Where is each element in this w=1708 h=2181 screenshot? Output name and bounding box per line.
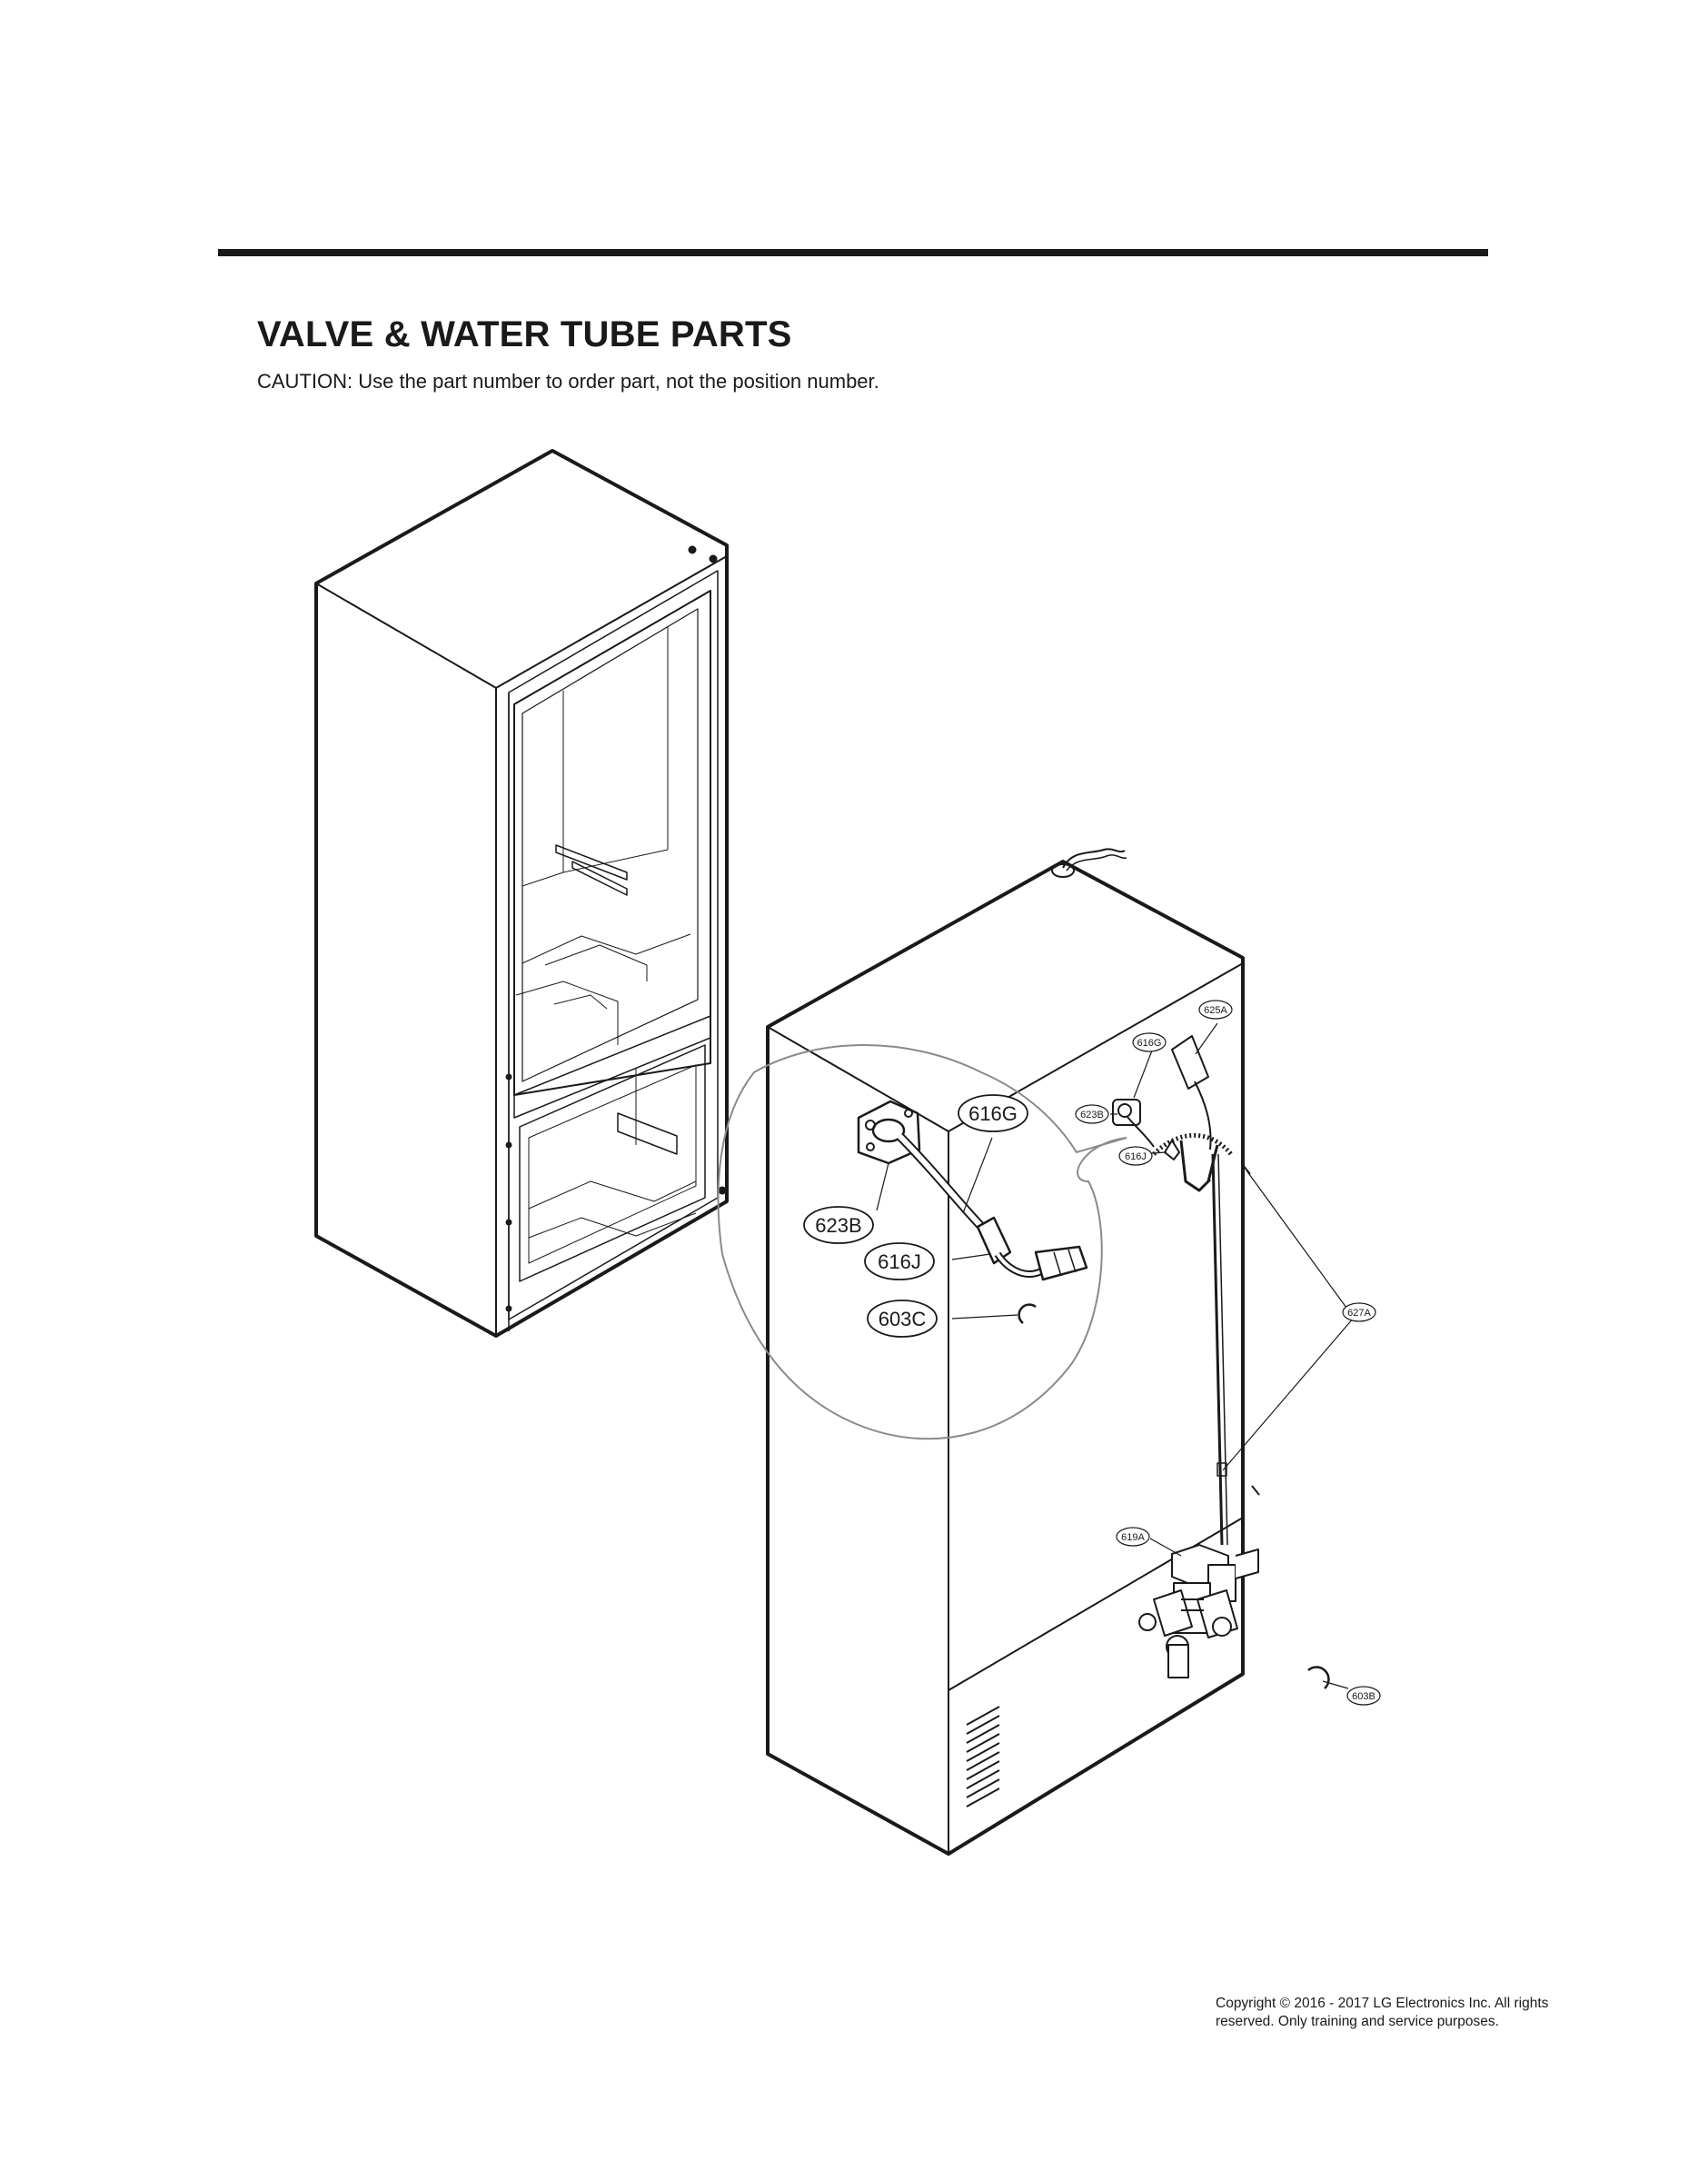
callout-label: 625A [1204, 1005, 1227, 1016]
callout-616J-small: 616J [1118, 1146, 1153, 1166]
detail-magnifier [717, 1044, 1127, 1440]
callout-label: 623B [815, 1214, 861, 1237]
leader-lines [876, 1022, 1355, 1689]
callout-label: 619A [1121, 1532, 1145, 1543]
copyright-line-2: reserved. Only training and service purp… [1216, 2014, 1499, 2029]
detail-parts [857, 1100, 1088, 1324]
callout-616J-large: 616J [864, 1242, 935, 1280]
callout-627A: 627A [1342, 1302, 1376, 1322]
vent-grille [966, 1706, 1000, 1808]
callout-label: 603B [1352, 1691, 1375, 1702]
copyright-line-1: Copyright © 2016 - 2017 LG Electronics I… [1216, 1996, 1549, 2011]
callout-label: 616G [1137, 1038, 1162, 1049]
page-title: VALVE & WATER TUBE PARTS [257, 314, 792, 354]
callout-label: 627A [1347, 1308, 1371, 1319]
callout-label: 623B [1080, 1110, 1104, 1120]
refrigerator-rear-view [766, 848, 1330, 1856]
callout-label: 616J [878, 1250, 921, 1273]
callout-619A: 619A [1116, 1527, 1150, 1547]
caution-note: CAUTION: Use the part number to order pa… [257, 370, 879, 393]
callout-616G-small: 616G [1132, 1032, 1167, 1052]
water-valve [1138, 1544, 1259, 1678]
callout-label: 616J [1125, 1151, 1147, 1162]
callout-623B-small: 623B [1075, 1104, 1109, 1124]
callout-603B: 603B [1346, 1686, 1381, 1706]
callout-623B-large: 623B [803, 1206, 874, 1244]
callout-616G-large: 616G [958, 1094, 1028, 1132]
copyright-notice: Copyright © 2016 - 2017 LG Electronics I… [1216, 1995, 1615, 2031]
refrigerator-front-view [314, 449, 729, 1338]
callout-label: 616G [968, 1102, 1018, 1125]
top-rule [218, 249, 1488, 256]
callout-603C-large: 603C [867, 1300, 938, 1338]
callout-625A: 625A [1198, 1000, 1233, 1020]
callout-label: 603C [879, 1308, 927, 1330]
